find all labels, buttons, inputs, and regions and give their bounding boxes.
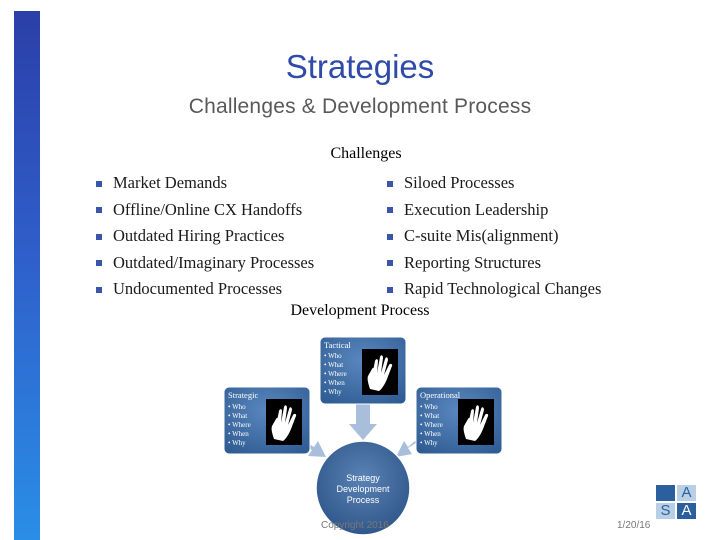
box-item: What <box>328 361 343 369</box>
box-item: What <box>424 412 439 420</box>
box-item: Why <box>328 388 342 396</box>
box-item: When <box>424 430 441 438</box>
challenge-label: Outdated/Imaginary Processes <box>113 252 315 272</box>
sidebar-accent-bar <box>14 11 40 540</box>
svg-text:• Where: • Where <box>324 370 347 378</box>
svg-text:• When: • When <box>324 379 345 387</box>
challenges-list-right: Siloed Processes Execution Leadership C-… <box>387 170 601 303</box>
svg-text:• Why: • Why <box>420 439 438 447</box>
square-bullet-icon <box>96 286 102 293</box>
list-item: Siloed Processes <box>387 170 601 197</box>
center-label: Process <box>347 495 380 505</box>
list-item: Outdated/Imaginary Processes <box>96 250 314 277</box>
square-bullet-icon <box>387 207 393 214</box>
square-bullet-icon <box>387 233 393 240</box>
list-item: Market Demands <box>96 170 314 197</box>
svg-text:• Why: • Why <box>324 388 342 396</box>
box-item: Where <box>328 370 347 378</box>
challenge-label: Siloed Processes <box>404 173 515 193</box>
list-item: Undocumented Processes <box>96 276 314 303</box>
arrow-tactical-to-center <box>349 402 377 440</box>
list-item: Execution Leadership <box>387 197 601 224</box>
box-item: Who <box>328 352 342 360</box>
box-item: Why <box>424 439 438 447</box>
list-item: Reporting Structures <box>387 250 601 277</box>
raised-hand-icon <box>362 349 398 395</box>
svg-text:• What: • What <box>228 412 247 420</box>
slide-date: 1/20/16 <box>617 520 651 531</box>
box-item: What <box>232 412 247 420</box>
box-item: When <box>328 379 345 387</box>
box-item: When <box>232 430 249 438</box>
svg-text:• Why: • Why <box>228 439 246 447</box>
square-bullet-icon <box>96 233 102 240</box>
tactical-box: Tactical • Who • What • Where • When • W… <box>319 336 407 405</box>
svg-text:• Where: • Where <box>228 421 251 429</box>
box-item: Where <box>424 421 443 429</box>
logo-cell: A <box>677 485 696 501</box>
center-label: Strategy <box>346 473 380 483</box>
box-item: Why <box>232 439 246 447</box>
logo-cell <box>656 485 675 501</box>
challenge-label: Market Demands <box>113 173 228 193</box>
svg-text:• What: • What <box>324 361 343 369</box>
svg-text:• Who: • Who <box>420 403 438 411</box>
svg-text:• Who: • Who <box>324 352 342 360</box>
slide-subtitle: Challenges & Development Process <box>188 95 532 118</box>
challenge-label: Outdated Hiring Practices <box>113 226 285 246</box>
list-item: Outdated Hiring Practices <box>96 223 314 250</box>
challenge-label: Execution Leadership <box>404 199 549 219</box>
square-bullet-icon <box>96 180 102 187</box>
square-bullet-icon <box>96 260 102 267</box>
box-title: Operational <box>420 390 461 400</box>
strategic-box: Strategic • Who • What • Where • When • … <box>223 386 311 455</box>
challenge-label: C-suite Mis(alignment) <box>404 226 559 246</box>
logo-cell: S <box>656 503 675 519</box>
box-item: Where <box>232 421 251 429</box>
box-item: Who <box>424 403 438 411</box>
iasa-logo: A S A <box>656 485 696 519</box>
logo-cell: A <box>677 503 696 519</box>
svg-text:• Where: • Where <box>420 421 443 429</box>
svg-text:• What: • What <box>420 412 439 420</box>
list-item: Offline/Online CX Handoffs <box>96 197 314 224</box>
operational-box: Operational • Who • What • Where • When … <box>415 386 503 455</box>
raised-hand-icon <box>458 399 494 445</box>
development-heading: Development Process <box>290 302 430 319</box>
box-title: Tactical <box>324 340 351 350</box>
challenge-label: Offline/Online CX Handoffs <box>113 199 303 219</box>
challenges-heading: Challenges <box>330 145 402 162</box>
list-item: C-suite Mis(alignment) <box>387 223 601 250</box>
raised-hand-icon <box>266 399 302 445</box>
square-bullet-icon <box>96 207 102 214</box>
svg-text:• When: • When <box>420 430 441 438</box>
copyright-text: Copyright 2016 <box>321 520 389 531</box>
list-item: Rapid Technological Changes <box>387 276 601 303</box>
square-bullet-icon <box>387 180 393 187</box>
slide-title: Strategies <box>285 48 435 85</box>
challenges-list-left: Market Demands Offline/Online CX Handoff… <box>96 170 314 303</box>
box-item: Who <box>232 403 246 411</box>
challenge-label: Rapid Technological Changes <box>404 279 602 299</box>
box-title: Strategic <box>228 390 258 400</box>
challenge-label: Undocumented Processes <box>113 279 283 299</box>
square-bullet-icon <box>387 260 393 267</box>
square-bullet-icon <box>387 286 393 293</box>
svg-text:• Who: • Who <box>228 403 246 411</box>
challenge-label: Reporting Structures <box>404 252 542 272</box>
svg-text:• When: • When <box>228 430 249 438</box>
strategy-development-circle: Strategy Development Process <box>315 440 411 536</box>
center-label: Development <box>336 484 390 494</box>
